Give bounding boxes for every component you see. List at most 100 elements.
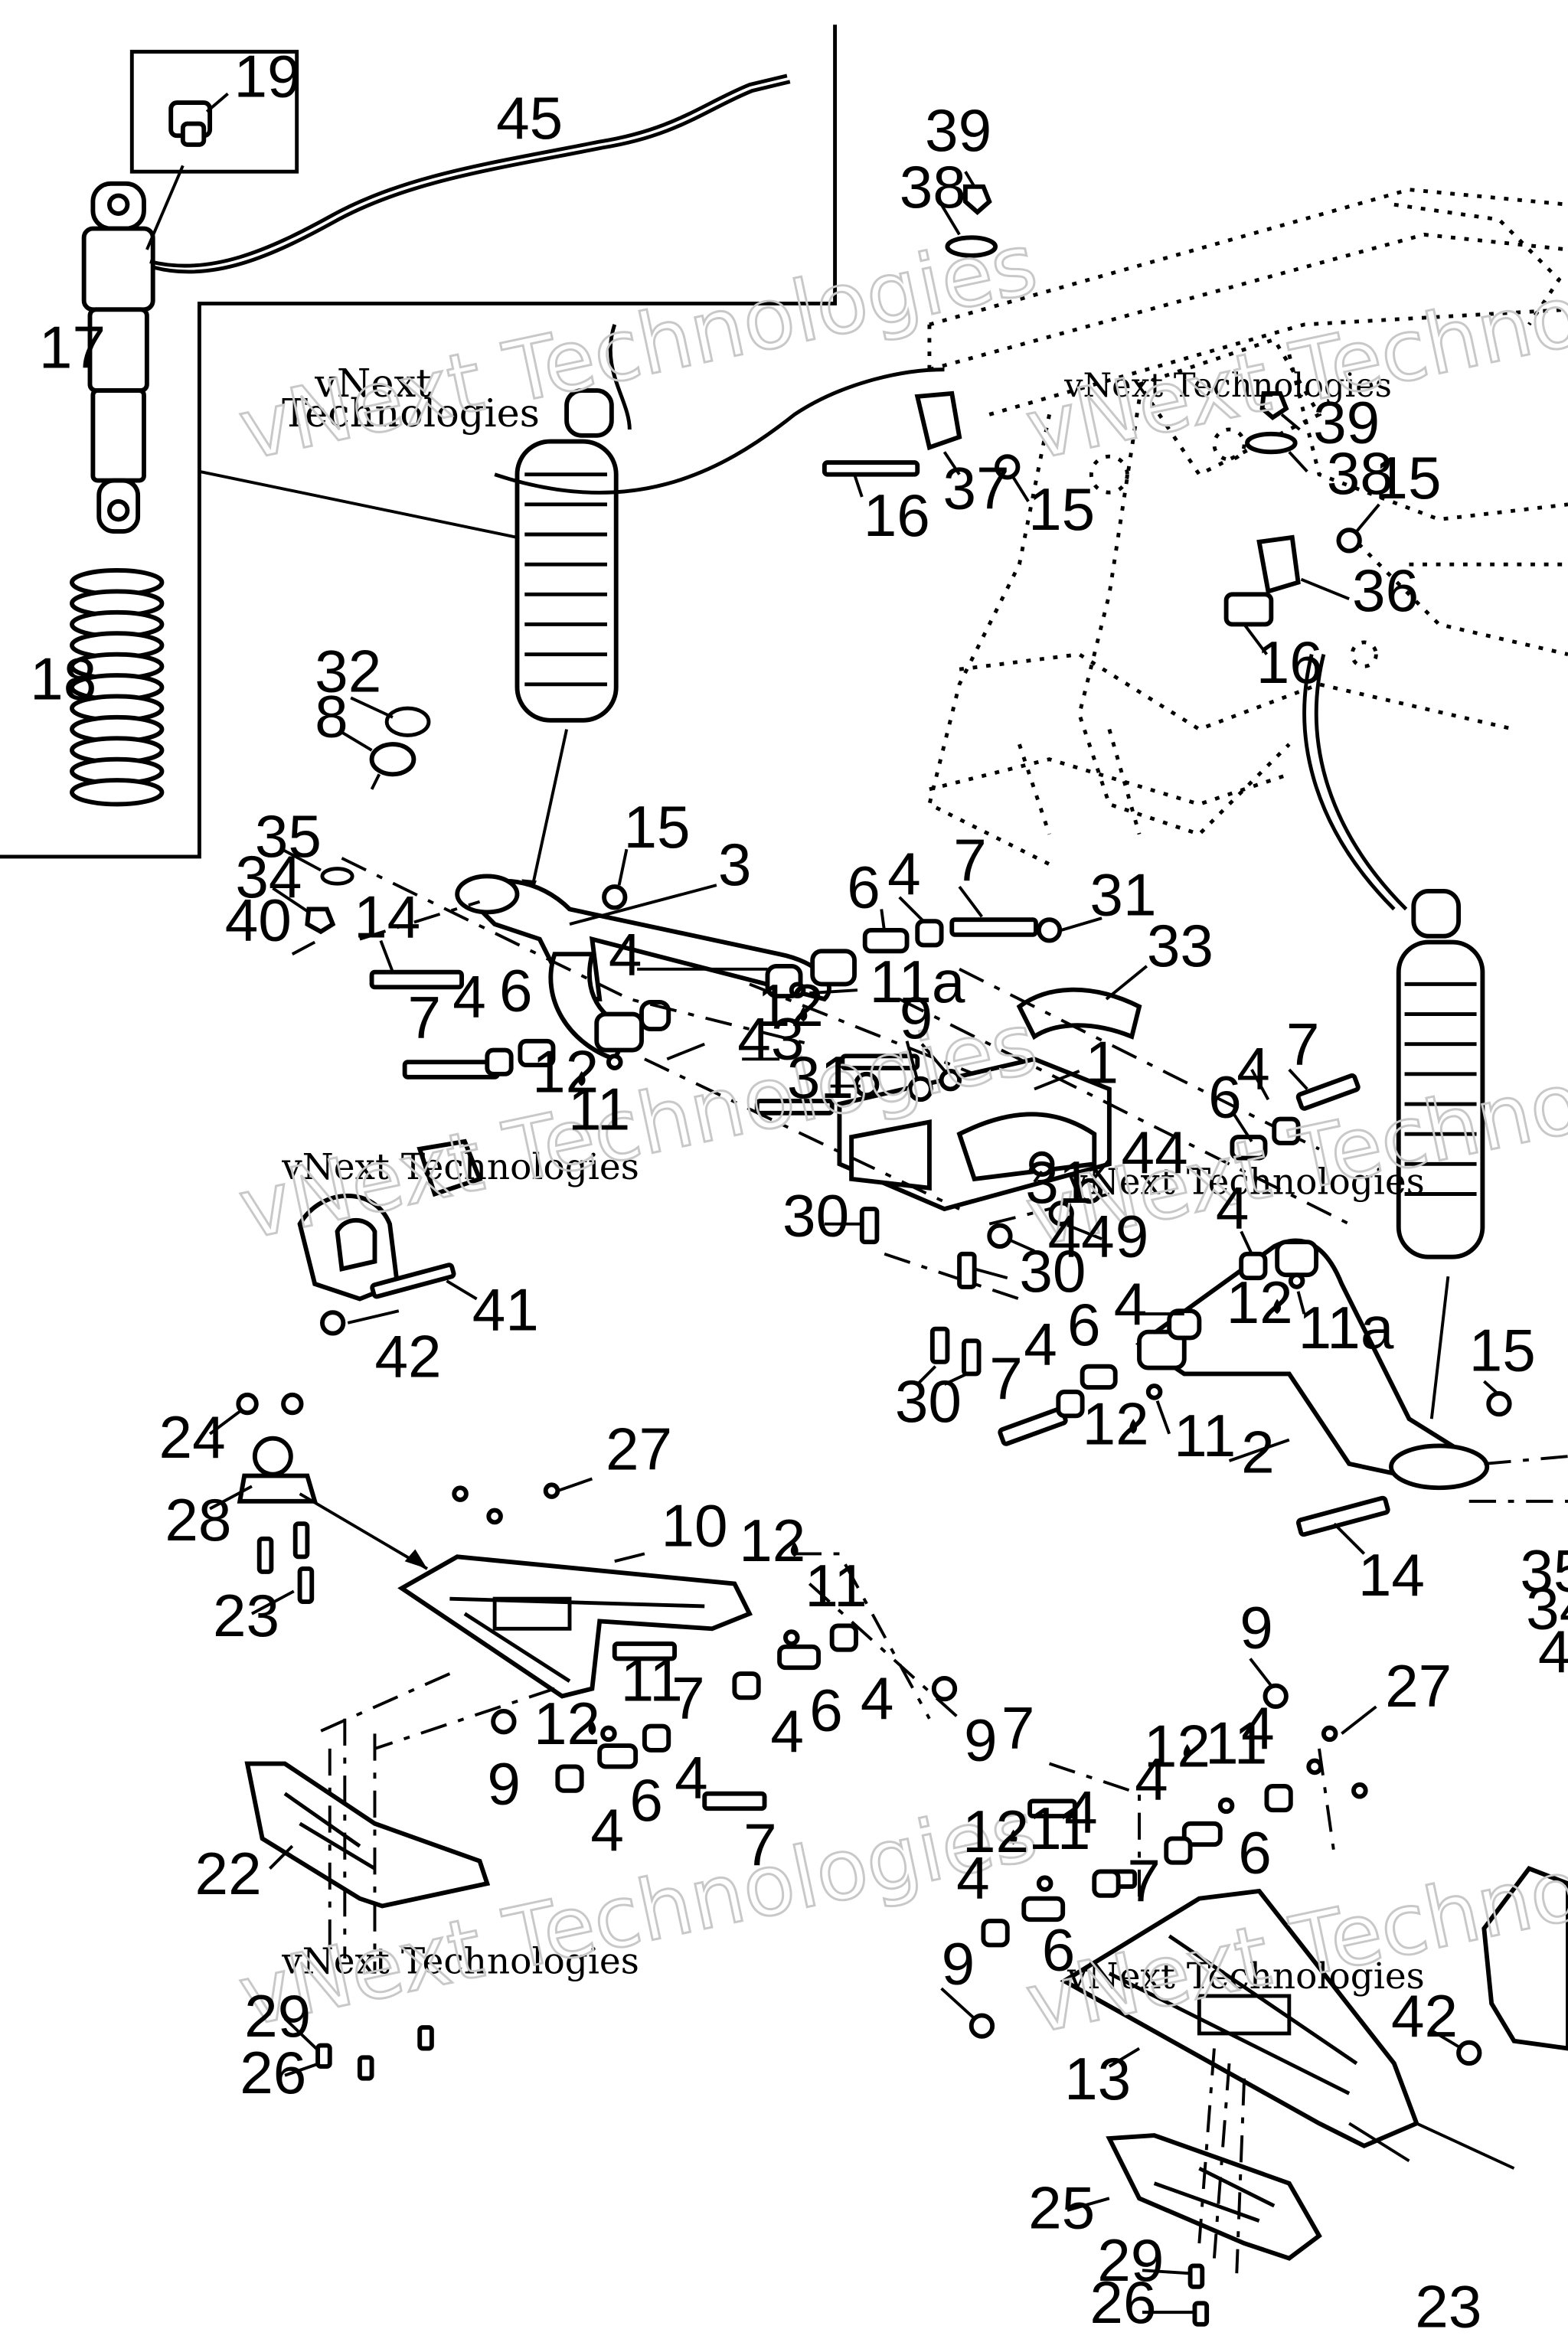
callout-38b: 38 xyxy=(1327,439,1393,507)
callout-40: 40 xyxy=(225,887,292,954)
knuckle-left xyxy=(297,1138,483,1302)
lower-arm-10 xyxy=(397,1554,753,1699)
watermark-frame: vNext Technologies xyxy=(1063,367,1392,405)
callout-4o: 4 xyxy=(956,1844,990,1912)
callout-4a: 4 xyxy=(887,840,921,907)
watermark-large: vNext Technologies xyxy=(231,214,1045,479)
callout-9e: 9 xyxy=(1240,1594,1273,1661)
callout-11a: 11 xyxy=(568,1075,630,1142)
callout-27b: 27 xyxy=(1385,1652,1452,1720)
callout-11a-right: 11a xyxy=(1298,1294,1394,1361)
callout-17: 17 xyxy=(39,314,106,381)
callout-11b: 11 xyxy=(1174,1402,1236,1469)
callout-12c: 12 xyxy=(1227,1269,1293,1336)
knuckle-right xyxy=(1481,1866,1568,2051)
callout-12b: 12 xyxy=(532,1037,599,1105)
callout-10: 10 xyxy=(661,1492,727,1560)
callout-19: 19 xyxy=(234,42,300,109)
callout-4i: 4 xyxy=(770,1697,804,1765)
callout-15b: 15 xyxy=(1028,475,1095,543)
callout-13: 13 xyxy=(1064,2045,1131,2112)
shock-right xyxy=(1302,654,1485,1419)
callout-7d: 7 xyxy=(989,1345,1023,1413)
callout-12d: 12 xyxy=(1083,1390,1149,1457)
callout-6d: 6 xyxy=(1067,1291,1101,1358)
vehicle-frame xyxy=(927,188,1568,866)
callout-12g: 12 xyxy=(1144,1712,1210,1779)
callout-29b: 29 xyxy=(1097,2226,1164,2294)
callout-35b: 35 xyxy=(1520,1537,1568,1604)
shock-left xyxy=(494,324,945,903)
callout-33: 33 xyxy=(1147,912,1214,979)
callout-4f: 4 xyxy=(1114,1270,1148,1338)
callout-15a: 15 xyxy=(1374,444,1441,511)
callout-7b: 7 xyxy=(408,984,442,1051)
callout-6a: 6 xyxy=(847,854,880,921)
callout-11d: 11 xyxy=(621,1646,683,1713)
callout-39: 39 xyxy=(925,96,991,164)
callout-34: 34 xyxy=(235,843,302,910)
callout-14b: 14 xyxy=(1358,1541,1425,1609)
callout-7a: 7 xyxy=(953,826,987,893)
callout-6c: 6 xyxy=(1208,1063,1242,1131)
callout-42b: 42 xyxy=(1391,1982,1458,2050)
callout-27a: 27 xyxy=(606,1416,672,1483)
callout-4d: 4 xyxy=(1236,1034,1270,1102)
callout-12a: 12 xyxy=(757,972,824,1039)
callout-28a: 28 xyxy=(165,1486,231,1553)
callout-39b: 39 xyxy=(1313,389,1380,456)
callout-23a: 23 xyxy=(213,1582,279,1649)
callout-43: 43 xyxy=(737,1004,804,1072)
callout-labels: 19 45 17 18 39 38 39 38 15 36 16 16 37 1… xyxy=(30,42,1568,2340)
callout-29a: 29 xyxy=(244,1982,311,2050)
callout-4m: 4 xyxy=(1135,1746,1168,1813)
callout-7h: 7 xyxy=(1127,1847,1161,1915)
callout-9d: 9 xyxy=(487,1749,521,1817)
callout-4c: 4 xyxy=(452,962,486,1030)
callout-35: 35 xyxy=(255,802,322,870)
watermark-line2: Technologies xyxy=(282,391,540,436)
reservoir-hose-45 xyxy=(149,74,788,268)
watermark-bottom-right: vNext Technologies xyxy=(1067,1955,1425,1998)
callout-18: 18 xyxy=(30,645,96,712)
callout-26b: 26 xyxy=(1089,2269,1156,2336)
callout-16b: 16 xyxy=(1256,629,1323,696)
callout-4g: 4 xyxy=(1024,1311,1057,1378)
callout-24a: 24 xyxy=(159,1403,226,1471)
callout-23b: 23 xyxy=(1415,2273,1481,2341)
callout-9c: 9 xyxy=(964,1707,998,1774)
hardware xyxy=(236,184,1512,2327)
ball-joint-28 xyxy=(237,1436,318,1504)
callout-1: 1 xyxy=(1086,1029,1119,1096)
callout-31a: 31 xyxy=(1089,861,1156,928)
callout-15d: 15 xyxy=(1469,1317,1536,1384)
callout-4b: 4 xyxy=(609,921,642,988)
callout-41: 41 xyxy=(472,1276,539,1344)
callout-30a: 30 xyxy=(782,1181,849,1249)
callout-6e: 6 xyxy=(809,1676,843,1743)
callout-7e: 7 xyxy=(671,1664,705,1732)
skid-plate-25 xyxy=(1106,2133,1322,2261)
skid-plate-22 xyxy=(244,1761,491,1909)
callout-14a: 14 xyxy=(354,884,420,951)
lower-arm-2 xyxy=(1135,1238,1490,1491)
callout-4h: 4 xyxy=(861,1664,894,1732)
watermark-mid-left: vNext Technologies xyxy=(281,1146,639,1188)
callout-36: 36 xyxy=(1352,557,1419,624)
callout-7f: 7 xyxy=(743,1811,777,1879)
callout-3: 3 xyxy=(718,831,752,898)
callout-44a: 44 xyxy=(1122,1119,1188,1186)
skid-plate-33 xyxy=(1016,987,1142,1040)
callout-25: 25 xyxy=(1028,2174,1095,2241)
leader-lines xyxy=(205,92,1515,2314)
callout-32: 32 xyxy=(315,638,381,705)
upper-arm-3 xyxy=(455,874,857,1062)
callout-4l: 4 xyxy=(1241,1694,1275,1762)
callout-9f: 9 xyxy=(942,1929,975,1997)
callout-40b: 40 xyxy=(1538,1618,1568,1685)
callout-4e: 4 xyxy=(1216,1174,1250,1242)
callout-11e: 11 xyxy=(1205,1710,1267,1777)
callout-34b: 34 xyxy=(1526,1574,1568,1642)
callout-8: 8 xyxy=(315,682,348,750)
callout-4j: 4 xyxy=(675,1744,708,1811)
